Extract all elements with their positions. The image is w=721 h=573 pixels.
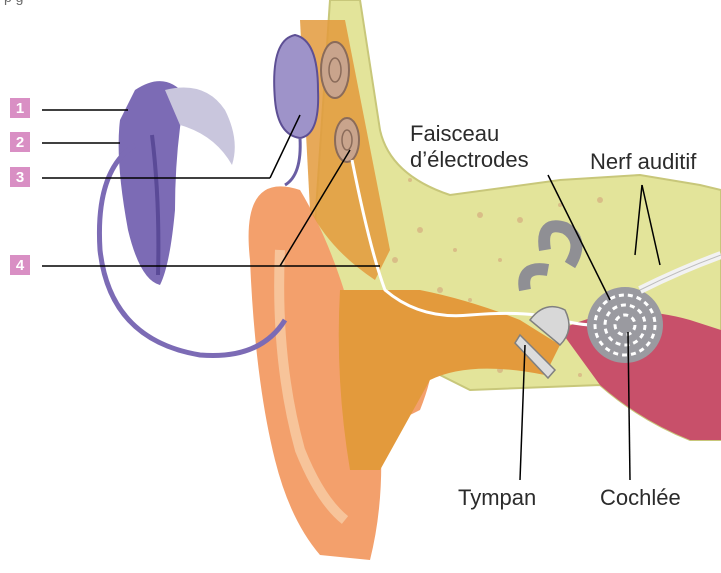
marker-4: 4	[10, 255, 30, 275]
cropped-top-text: p g	[4, 0, 23, 5]
label-cochlee: Cochlée	[600, 486, 681, 510]
label-faisceau: Faisceau	[410, 122, 499, 146]
marker-1: 1	[10, 98, 30, 118]
label-tympan: Tympan	[458, 486, 536, 510]
label-electrodes: d’électrodes	[410, 148, 529, 172]
marker-3: 3	[10, 167, 30, 187]
coil-cable	[285, 138, 300, 185]
marker-2: 2	[10, 132, 30, 152]
label-nerf-auditif: Nerf auditif	[590, 150, 696, 174]
